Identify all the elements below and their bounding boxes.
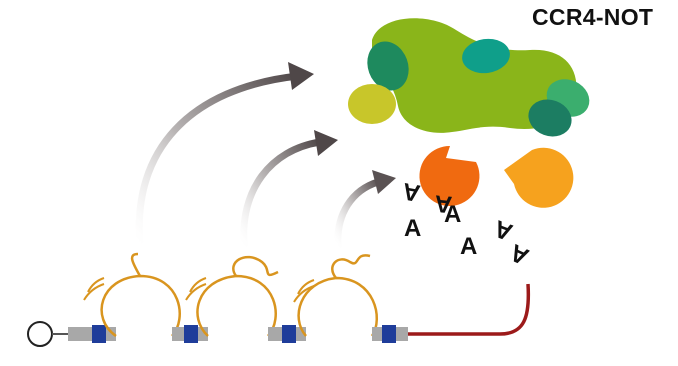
motion-lines: [297, 279, 315, 295]
yellow-subunit: [348, 84, 396, 124]
dark-teal-subunit-right: [528, 99, 572, 137]
motion-lines: [189, 277, 207, 293]
arrow-short-head: [372, 170, 396, 194]
motion-lines: [87, 277, 105, 293]
not1-scaffold-subunit: [372, 18, 577, 133]
exon-block: [282, 325, 296, 343]
polya-letter: A: [404, 215, 421, 242]
polya-letter: A: [434, 189, 454, 217]
exon-block: [106, 327, 116, 341]
polya-letter: A: [460, 233, 477, 260]
teal-subunit: [462, 38, 510, 74]
mrna-strand: [130, 252, 142, 277]
mrna-strand: [331, 254, 371, 279]
arrow-medium: [240, 138, 324, 250]
recruitment-arrows: [135, 62, 396, 250]
exon-block: [296, 327, 306, 341]
complex-label: CCR4-NOT: [532, 4, 654, 30]
exon-block: [92, 325, 106, 343]
exon-block: [172, 327, 184, 341]
five-prime-cap-icon: [27, 321, 53, 347]
exon-block: [382, 325, 396, 343]
arrow-long: [135, 72, 302, 248]
arrow-short: [334, 178, 382, 250]
exon-block: [198, 327, 208, 341]
arrow-long-head: [288, 62, 314, 90]
mrna-transcript: [27, 252, 531, 347]
exon-block: [268, 327, 282, 341]
polya-tail: [408, 283, 531, 336]
arrow-medium-head: [314, 130, 338, 156]
dark-green-subunit-left: [367, 41, 409, 91]
mrna-loop: [297, 276, 379, 337]
motion-lines: [185, 283, 207, 301]
mrna-loop: [196, 274, 277, 337]
ccr4-deadenylase: [419, 145, 480, 206]
caf1-deadenylase: [504, 147, 574, 208]
polya-letter: A: [506, 238, 533, 270]
polya-letter: A: [491, 214, 517, 245]
polya-letter: A: [401, 177, 423, 207]
motion-lines: [293, 285, 315, 303]
exon-block: [184, 325, 198, 343]
motion-lines: [83, 283, 105, 301]
exon-block: [68, 327, 92, 341]
exon-block: [372, 327, 382, 341]
mrna-strand: [232, 255, 279, 277]
exon-block: [396, 327, 408, 341]
ccr4-not-complex: [348, 18, 590, 208]
polya-letter: A: [444, 201, 461, 228]
